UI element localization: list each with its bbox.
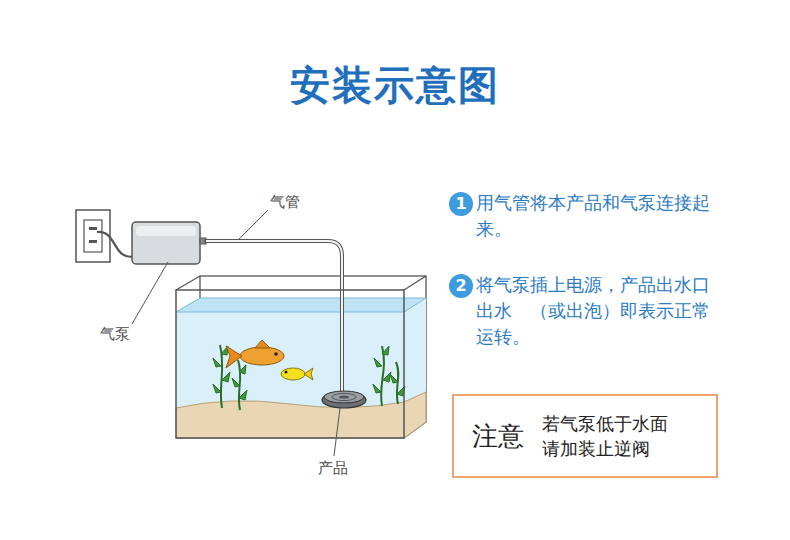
fish-tank (176, 276, 426, 438)
part-label: 产品 (318, 458, 348, 478)
yellow-fish (281, 368, 313, 380)
tank-front (176, 290, 404, 438)
air-pump (132, 222, 206, 264)
part-label: 气管 (270, 192, 300, 212)
power-cord (97, 232, 136, 257)
wall-outlet (76, 210, 110, 262)
product-disc (322, 391, 366, 408)
air-tube (206, 241, 342, 392)
note-box: 注意若气泵低于水面 请加装止逆阀 (452, 394, 718, 478)
step-text: 用气管将本产品和气泵连接起来。 (476, 190, 720, 242)
water-surface (176, 298, 426, 312)
leader-line (132, 262, 168, 324)
callout-text: 2 (455, 278, 466, 294)
part-label: 气泵 (100, 324, 130, 344)
gravel (176, 392, 426, 438)
callout-text: 1 (455, 196, 466, 212)
note-heading: 注意 (472, 419, 524, 454)
callout-number: 2 (449, 274, 473, 298)
diagram-title: 安装示意图 (0, 58, 790, 112)
step-text: 将气泵插上电源，产品出水口出水 （或出泡）即表示正常运转。 (476, 272, 720, 350)
leader-line (238, 210, 268, 240)
callout-number: 1 (449, 192, 473, 216)
water-plant (213, 345, 405, 410)
note-text: 若气泵低于水面 请加装止逆阀 (542, 411, 674, 461)
orange-fish (226, 340, 284, 368)
leader-line (334, 408, 340, 456)
water (176, 298, 426, 438)
air-tube-inner (206, 241, 342, 392)
